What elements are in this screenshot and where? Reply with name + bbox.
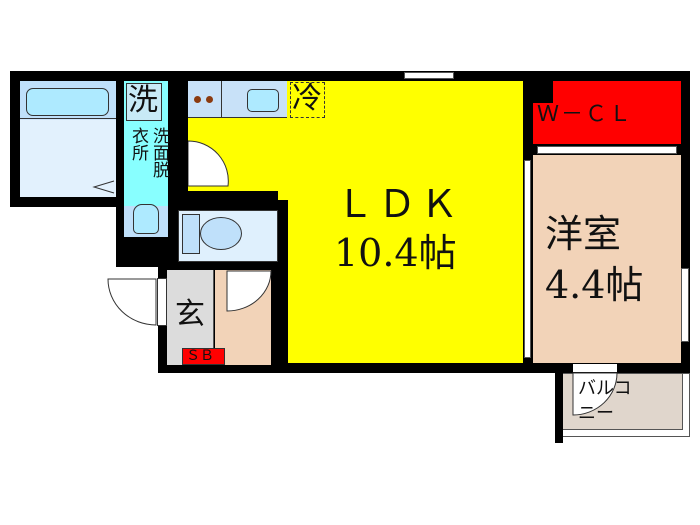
ldk-size: 10.4帖 [334,231,457,275]
western-room-size: 4.4帖 [545,263,644,307]
western-room-door [524,160,531,358]
ldk-name: ＬＤＫ [336,182,463,226]
toilet-tank [182,214,200,254]
washing-machine-box [126,83,162,121]
washbasin [133,204,159,234]
bath-floor [20,120,116,197]
walk-in-closet-label: Ｗ－ＣＬ [537,102,634,127]
front-door-swing-icon [107,278,157,326]
walk-in-closet [533,81,681,144]
washroom-label-col1: 衣所 [128,127,148,161]
ldk-window [404,72,454,79]
wcl-sliding-door [537,146,677,154]
washroom-door-swing-icon [188,140,229,187]
western-room-name: 洋室 [545,212,622,256]
western-room-window [681,268,689,342]
washroom-label-col2: 洗面脱 [149,127,169,178]
front-door [157,278,167,326]
wcl-corner [533,81,553,103]
stove-burner-2 [206,96,213,103]
washing-machine-label: 洗 [128,83,158,118]
bathtub-basin [26,88,109,116]
stove-burner-1 [194,96,201,103]
toilet-door-swing-icon [226,270,272,312]
balcony-door-swing-icon [572,372,618,416]
balcony-door [573,364,617,372]
shoe-box-label: ＳＢ [186,348,214,364]
refrigerator [290,82,325,118]
balcony-wall [555,363,563,443]
entrance-label: 玄 [175,297,205,332]
western-room [533,155,681,363]
shoe-box [182,348,225,365]
balcony-label-line1: バルコ [578,378,632,399]
toilet-bowl [200,217,242,250]
stove-divider [221,81,222,118]
balcony-label-line2: ニー [578,403,614,424]
bath-door-swing-icon [92,180,115,194]
kitchen-sink [247,89,279,112]
refrigerator-label: 冷 [292,81,322,116]
